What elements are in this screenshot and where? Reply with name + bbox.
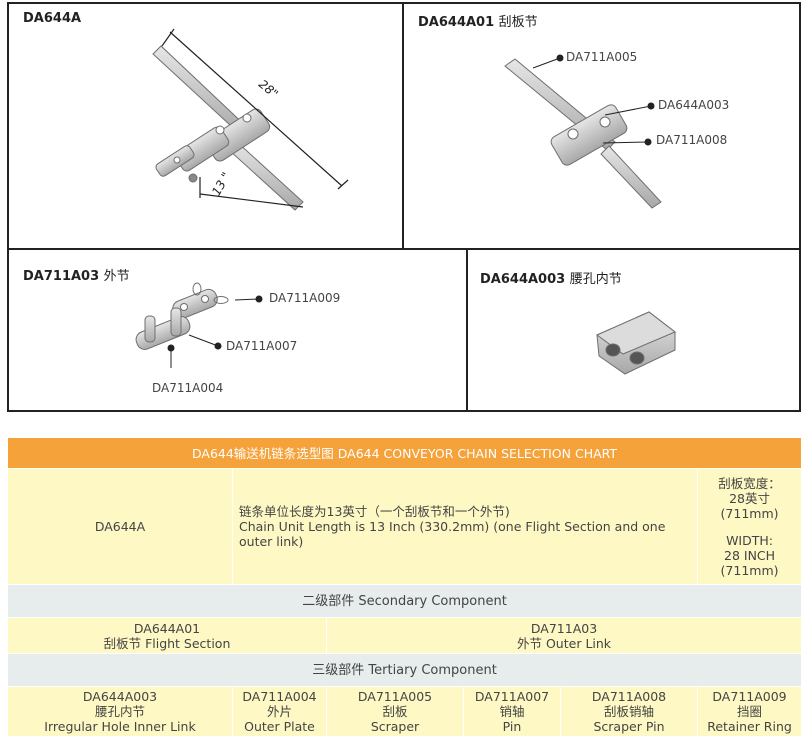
model-code: DA644A [7, 468, 233, 585]
panel-title-outer-link: DA711A03 外节 [23, 269, 130, 284]
callout-scraper: DA711A005 [566, 50, 638, 64]
frame-bottom [7, 410, 801, 412]
frame-middle [7, 248, 801, 250]
flight-section-leaders [532, 57, 652, 144]
frame-left [7, 2, 9, 412]
tertiary-row: DA644A003 腰孔内节 Irregular Hole Inner Link… [7, 686, 801, 737]
callout-outer-plate: DA711A004 [152, 381, 224, 395]
tertiary-cell: DA711A008 刮板销轴 Scraper Pin [560, 686, 698, 737]
frame-divider-top [402, 2, 404, 249]
callout-inner-link: DA644A003 [658, 98, 730, 112]
main-model-row: DA644A 链条单位长度为13英寸（一个刮板节和一个外节) Chain Uni… [7, 468, 801, 585]
chart-header-row: DA644输送机链条选型图 DA644 CONVEYOR CHAIN SELEC… [6, 437, 801, 469]
panel-title-inner-link: DA644A003 腰孔内节 [480, 272, 622, 287]
outer-link-leader-dots [167, 295, 263, 352]
chart-title: DA644输送机链条选型图 DA644 CONVEYOR CHAIN SELEC… [6, 437, 801, 469]
secondary-section-row: 二级部件 Secondary Component [6, 584, 801, 618]
secondary-title: 二级部件 Secondary Component [6, 584, 801, 618]
callout-scraper-pin: DA711A008 [656, 133, 728, 147]
panel-title-assembly: DA644A [23, 11, 82, 26]
tertiary-cell: DA644A003 腰孔内节 Irregular Hole Inner Link [7, 686, 233, 737]
tertiary-cell: DA711A007 销轴 Pin [463, 686, 561, 737]
flight-section-illustration [504, 58, 662, 209]
tertiary-cell: DA711A005 刮板 Scraper [326, 686, 464, 737]
outer-link-illustration [135, 282, 229, 350]
tertiary-cell: DA711A004 外片 Outer Plate [232, 686, 327, 737]
secondary-row: DA644A01 刮板节 Flight Section DA711A03 外节 … [7, 617, 801, 654]
tertiary-section-row: 三级部件 Tertiary Component [6, 653, 801, 687]
frame-divider-bottom [466, 249, 468, 411]
assembly-illustration [152, 45, 304, 211]
diagram-panels: DA644A DA644A01 刮板节 DA711A03 外节 DA644A00… [7, 2, 801, 412]
chain-illustrations [135, 28, 676, 375]
inner-link-illustration [596, 311, 676, 375]
tertiary-cell: DA711A009 挡圈 Retainer Ring [696, 686, 801, 737]
callout-retainer-ring: DA711A009 [269, 291, 341, 305]
tertiary-title: 三级部件 Tertiary Component [6, 653, 801, 687]
description-cn: 链条单位长度为13英寸（一个刮板节和一个外节) [239, 504, 510, 519]
secondary-cell: DA711A03 外节 Outer Link [325, 617, 801, 654]
dimension-lines [161, 28, 349, 208]
callout-pin: DA711A007 [226, 339, 298, 353]
selection-chart: DA644输送机链条选型图 DA644 CONVEYOR CHAIN SELEC… [6, 437, 801, 737]
frame-right [799, 2, 801, 412]
secondary-cell: DA644A01 刮板节 Flight Section [7, 617, 327, 654]
description-en: Chain Unit Length is 13 Inch (330.2mm) (… [239, 519, 666, 549]
frame-top [7, 2, 801, 4]
flight-section-leader-dots [556, 54, 655, 146]
model-width: 刮板宽度： 28英寸 (711mm) WIDTH: 28 INCH (711mm… [696, 468, 801, 585]
model-description: 链条单位长度为13英寸（一个刮板节和一个外节) Chain Unit Lengt… [232, 468, 698, 585]
panel-title-flight-section: DA644A01 刮板节 [418, 15, 538, 30]
